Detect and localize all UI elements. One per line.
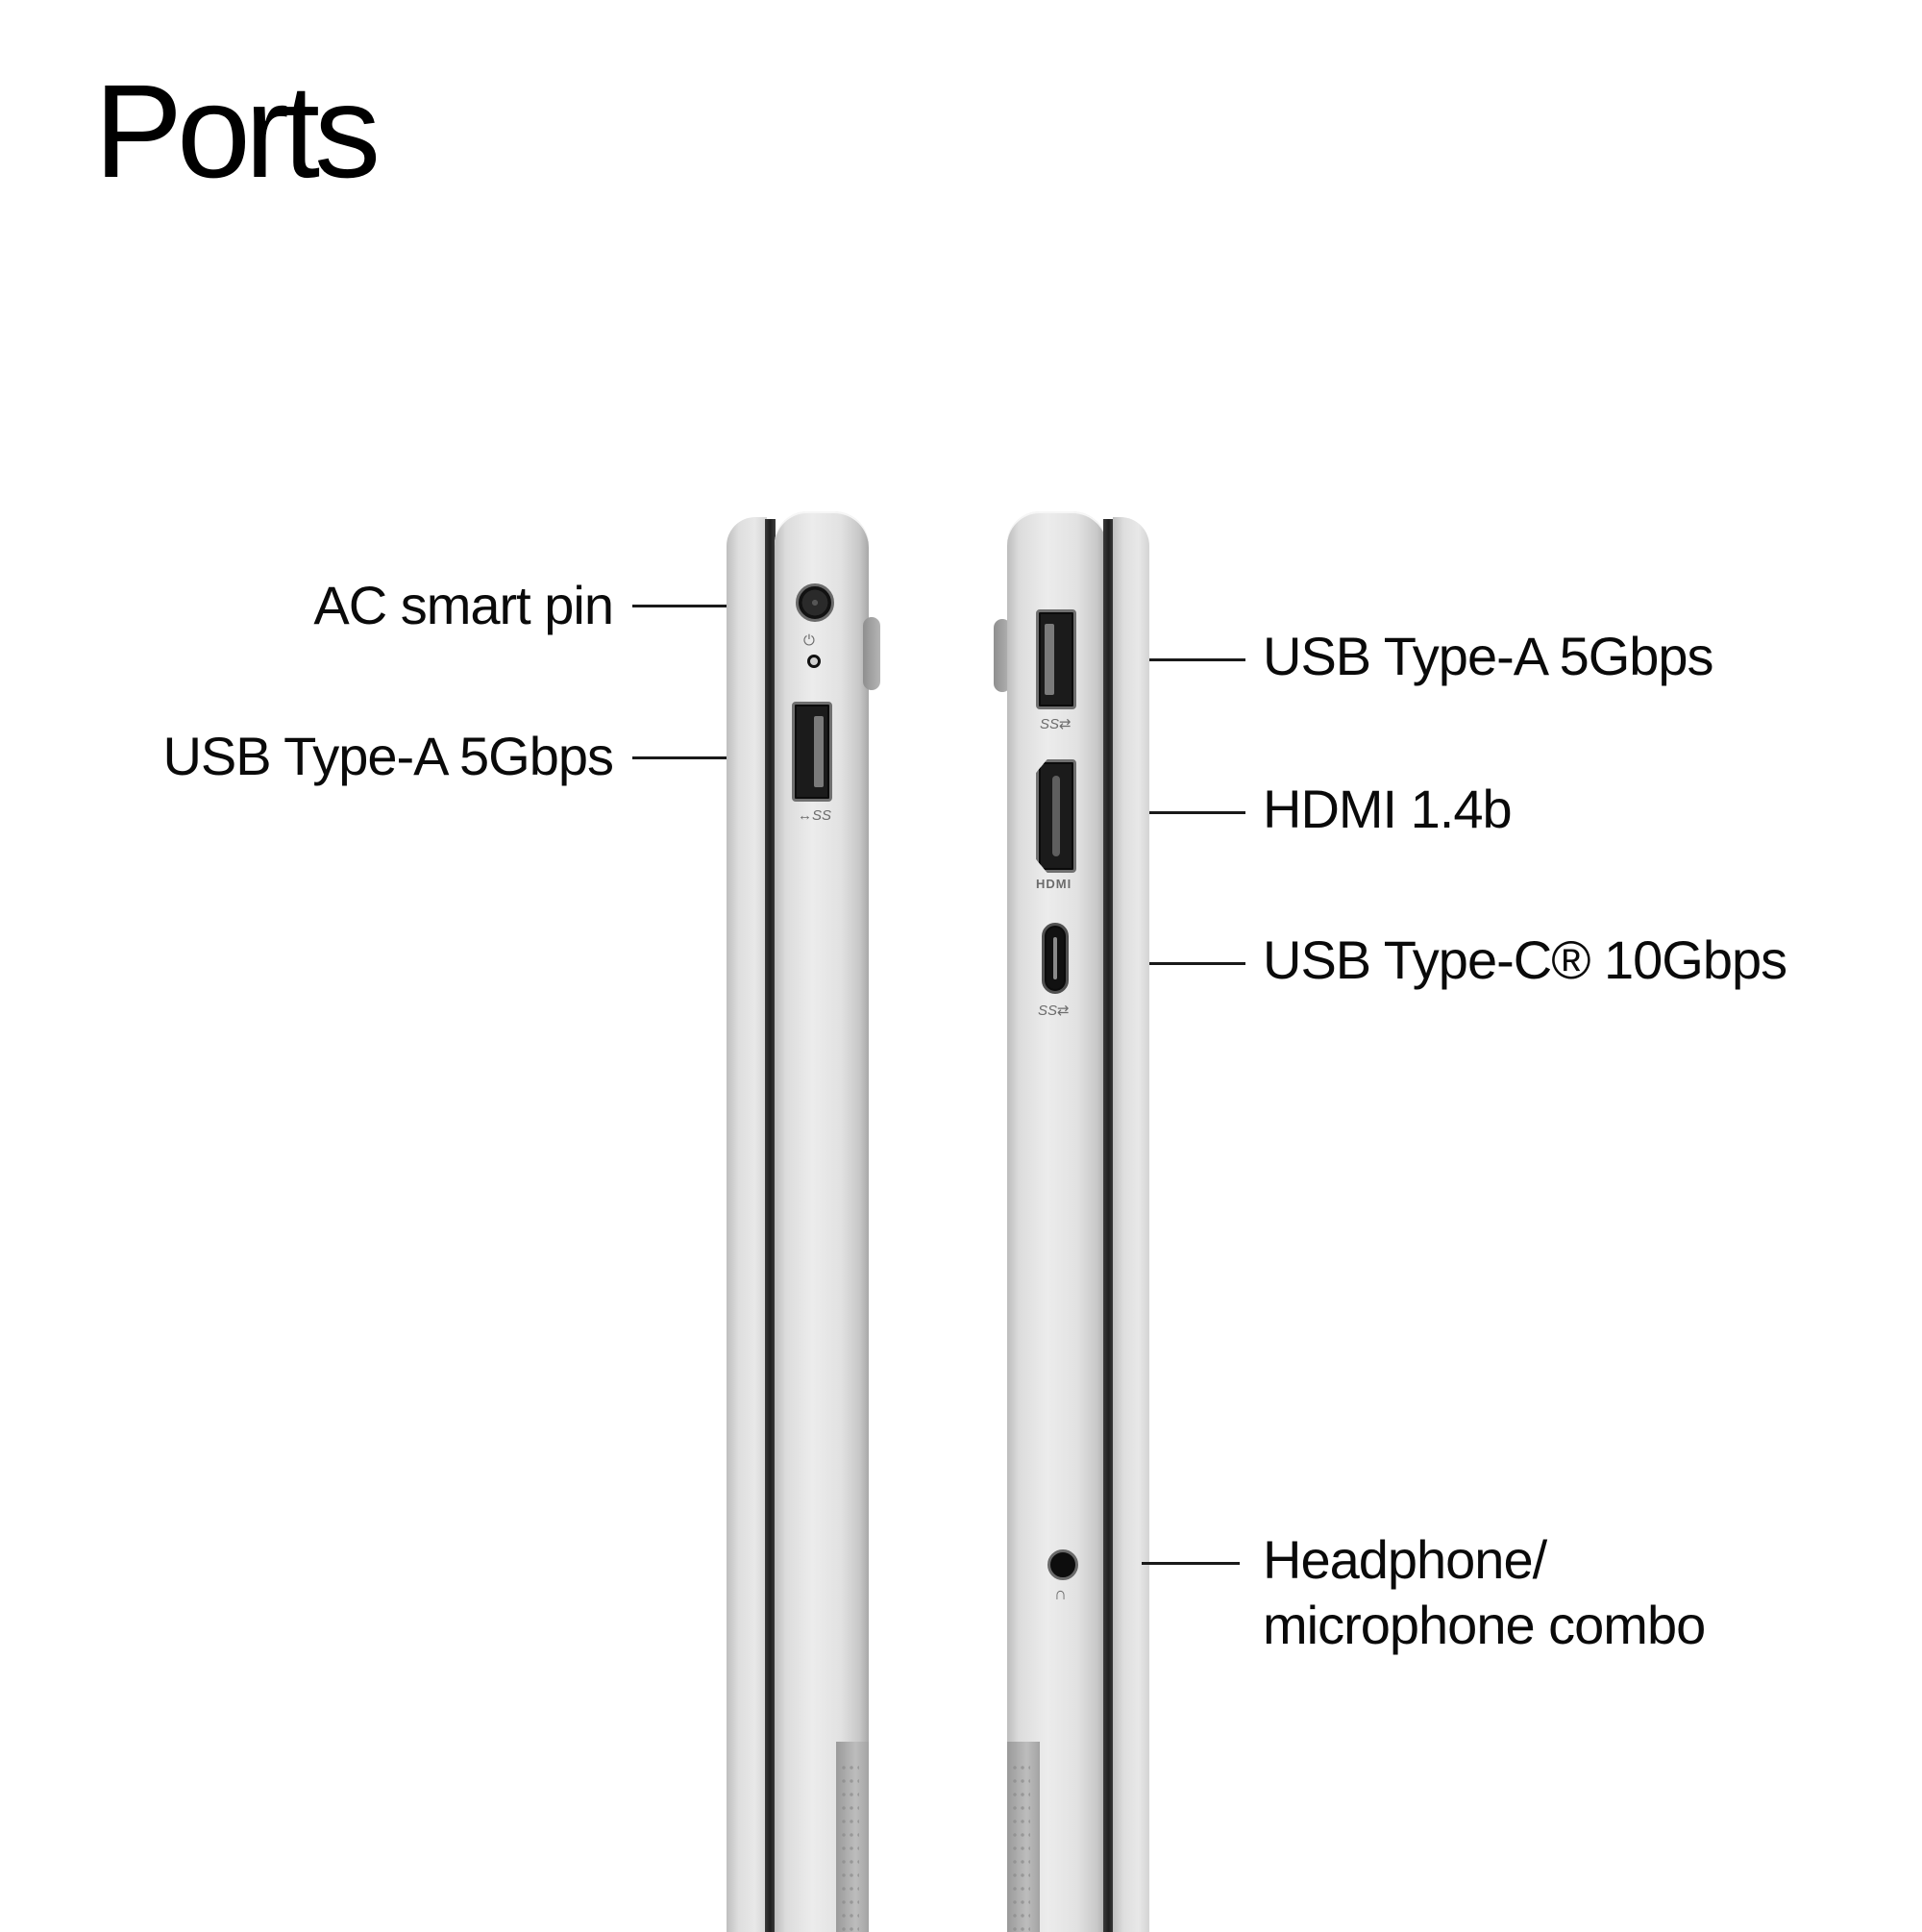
- laptop-right-side: SS⇄ HDMI SS⇄ ∩: [994, 511, 1149, 1932]
- rubber-foot: [863, 617, 880, 690]
- hinge-seam: [765, 519, 776, 1932]
- leader-line: [1142, 1562, 1240, 1565]
- usb-superspeed-icon: SS⇄: [1040, 716, 1072, 732]
- leader-line: [1149, 962, 1245, 965]
- chassis-edge: [1007, 511, 1107, 1932]
- vent-pattern: [1011, 1761, 1030, 1932]
- usb-a-port-left: [792, 702, 832, 802]
- lid-edge: [1113, 517, 1149, 1932]
- laptop-left-side: ⏻ ↔SS: [723, 511, 880, 1932]
- label-ac-smart-pin: AC smart pin: [313, 575, 614, 635]
- leader-line: [1149, 658, 1245, 661]
- leader-line: [632, 756, 727, 759]
- label-headphone-line2: microphone combo: [1263, 1595, 1706, 1655]
- label-hdmi: HDMI 1.4b: [1263, 779, 1513, 839]
- rubber-foot: [994, 619, 1011, 692]
- usb-superspeed-icon: SS⇄: [1038, 1003, 1070, 1019]
- audio-jack-port: [1047, 1549, 1078, 1580]
- leader-line: [632, 605, 727, 607]
- lid-edge: [727, 517, 767, 1932]
- usb-c-port: [1042, 923, 1069, 994]
- hinge-seam: [1103, 519, 1114, 1932]
- hdmi-icon: HDMI: [1036, 877, 1072, 891]
- vent-pattern: [840, 1761, 859, 1932]
- usb-a-port-right: [1036, 609, 1076, 709]
- label-headphone-line1: Headphone/: [1263, 1529, 1547, 1590]
- hdmi-port: [1036, 759, 1076, 873]
- usb-superspeed-icon: ↔SS: [798, 807, 832, 824]
- label-usb-a-right: USB Type-A 5Gbps: [1263, 626, 1714, 686]
- headset-icon: ∩: [1054, 1584, 1067, 1603]
- page-title: Ports: [94, 58, 381, 206]
- label-usb-c: USB Type-C® 10Gbps: [1263, 929, 1787, 990]
- leader-line: [1149, 811, 1245, 814]
- label-usb-a-left: USB Type-A 5Gbps: [162, 726, 614, 786]
- ac-smart-pin-port: [796, 583, 834, 622]
- power-plug-icon: ⏻: [803, 632, 815, 649]
- charge-led: [807, 655, 821, 668]
